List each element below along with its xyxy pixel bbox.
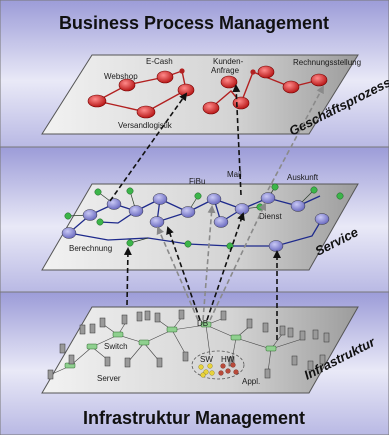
label-rechnung: Rechnungsstellung xyxy=(293,58,361,67)
process-node-versand-2 xyxy=(136,105,156,119)
label-dienst: Dienst xyxy=(259,212,282,221)
label-db: DB xyxy=(197,319,208,328)
process-plane xyxy=(41,54,359,135)
label-kunden-1: Kunden- xyxy=(213,57,244,66)
sw-hw-cluster xyxy=(191,350,245,380)
label-sw: SW xyxy=(200,355,213,364)
process-nodes xyxy=(87,65,328,119)
label-server: Server xyxy=(97,374,121,383)
process-node-rechnung xyxy=(257,65,275,79)
cross-layer-arrows-gray xyxy=(156,85,324,321)
service-node xyxy=(268,240,284,252)
top-title: Business Process Management xyxy=(59,13,329,33)
process-node-kunden-3 xyxy=(232,96,250,110)
infra-server-icons xyxy=(47,309,330,380)
service-node xyxy=(234,203,250,215)
service-node xyxy=(106,198,122,210)
label-mail: Mail xyxy=(227,170,242,179)
service-node xyxy=(314,213,330,225)
process-node-versand xyxy=(87,94,107,108)
service-node xyxy=(206,193,222,205)
label-fibu: FiBu xyxy=(189,177,205,186)
process-junction-2 xyxy=(250,69,256,75)
service-node xyxy=(61,227,77,239)
label-kunden-2: Anfrage xyxy=(211,66,240,75)
service-nodes xyxy=(61,192,330,252)
bottom-title: Infrastruktur Management xyxy=(83,408,305,428)
infra-switch-nodes xyxy=(64,321,277,369)
infra-plane xyxy=(41,306,359,394)
process-node-ecash xyxy=(156,70,174,84)
service-node xyxy=(149,216,165,228)
label-versand: Versandlogistik xyxy=(118,121,173,130)
process-node-kunden xyxy=(220,75,238,89)
sw-dots xyxy=(198,363,215,378)
label-appl: Appl. xyxy=(242,377,260,386)
label-hw: HW xyxy=(221,355,235,364)
process-node-kunden-2 xyxy=(202,101,220,115)
service-node xyxy=(213,216,229,228)
label-webshop: Webshop xyxy=(104,72,138,81)
label-switch: Switch xyxy=(104,342,128,351)
service-node xyxy=(82,209,98,221)
service-node xyxy=(152,193,168,205)
cross-layer-arrows-black xyxy=(109,84,281,340)
process-node-rechnung-2 xyxy=(282,80,300,94)
process-node-rechnung-3 xyxy=(310,73,328,87)
service-node xyxy=(128,205,144,217)
service-node xyxy=(260,192,276,204)
process-node-webshop xyxy=(118,78,136,92)
service-node xyxy=(180,206,196,218)
label-auskunft: Auskunft xyxy=(287,173,319,182)
hw-dots xyxy=(218,362,239,376)
label-ecash: E-Cash xyxy=(146,57,173,66)
service-node xyxy=(290,200,306,212)
label-berechnung: Berechnung xyxy=(69,244,112,253)
process-junction xyxy=(179,68,185,74)
